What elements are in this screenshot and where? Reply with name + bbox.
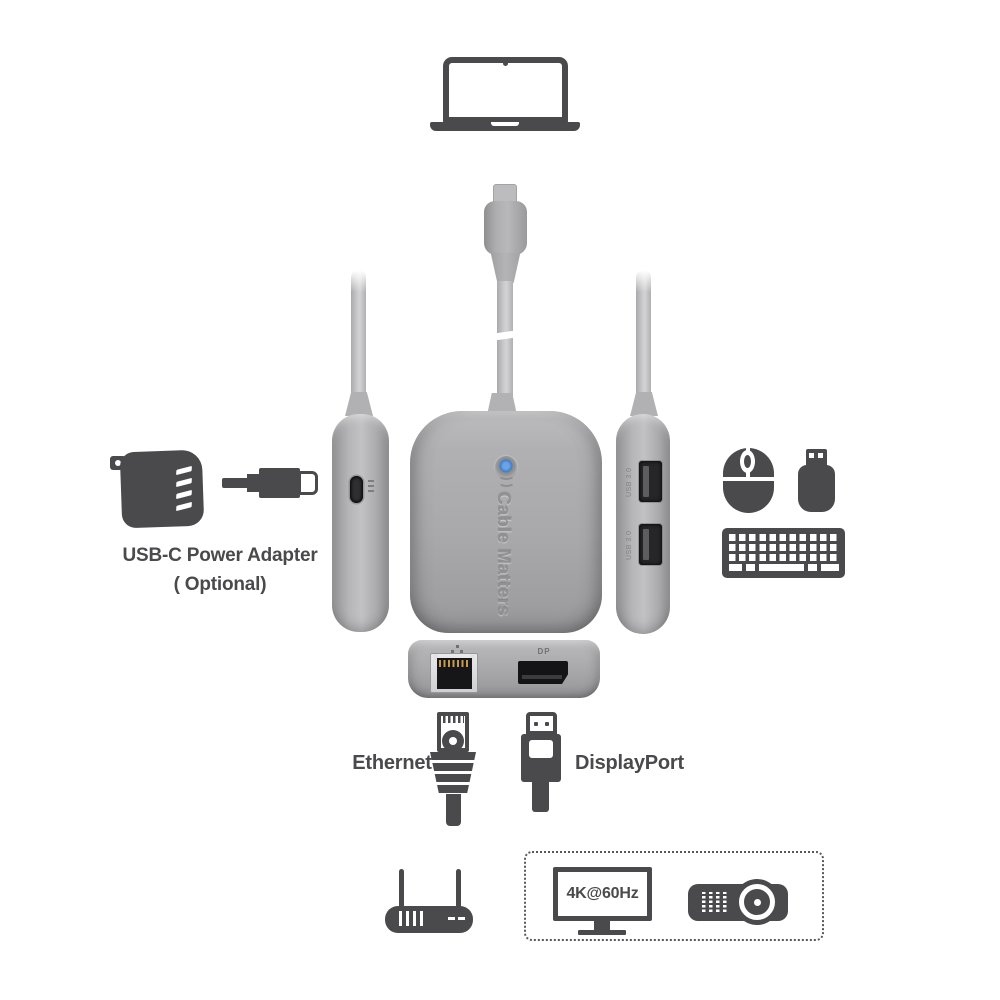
displayport-port-slot	[522, 675, 562, 679]
ethernet-port-pins	[439, 660, 470, 667]
left-side-cable	[351, 270, 366, 396]
laptop-base	[430, 122, 580, 131]
logo-wing-icon	[498, 477, 515, 487]
keyboard-key-row	[729, 544, 839, 551]
usb-a-tongue	[643, 529, 649, 560]
keyboard-key-row	[729, 534, 839, 541]
adapter-prong-hole	[115, 460, 121, 466]
usb-c-plug-body	[259, 468, 300, 498]
keyboard-key	[821, 564, 839, 571]
displayport-plug-pin	[534, 722, 538, 726]
displayport-label: DisplayPort	[575, 752, 684, 774]
usb-c-plug-tip	[298, 471, 318, 495]
ethernet-plug-pins	[443, 714, 464, 723]
usb-c-power-port	[350, 476, 363, 503]
router-ports	[448, 917, 455, 920]
monitor-stand-neck	[594, 921, 610, 930]
usb-a-tongue	[643, 466, 649, 497]
monitor-icon	[553, 867, 652, 921]
laptop-base-notch	[491, 122, 519, 126]
laptop-screen	[443, 57, 568, 123]
keyboard-key-row	[729, 554, 839, 561]
usb-c-cable	[497, 281, 513, 416]
mouse-button-divider	[723, 477, 774, 481]
flash-drive-body	[798, 465, 835, 512]
router-vents	[399, 911, 424, 926]
display-output-dashed-box	[524, 851, 824, 941]
flash-drive-contact	[818, 453, 823, 458]
usb-c-connector-body	[484, 201, 527, 255]
flash-drive-contact	[809, 453, 814, 458]
port-marking-dashes-icon	[368, 480, 374, 482]
displayport-plug-cable	[532, 782, 549, 812]
right-side-cable	[636, 270, 651, 396]
hub-cable-entry	[487, 393, 517, 415]
projector-lens-ring	[739, 884, 775, 920]
keyboard-key	[729, 564, 742, 571]
dp-port-label: DP	[537, 647, 551, 656]
hub-body	[410, 411, 602, 633]
usb-c-plug-icon	[222, 478, 249, 488]
router-antenna	[399, 869, 404, 909]
displayport-plug-window	[529, 740, 553, 758]
displayport-plug-icon	[526, 712, 557, 735]
usb-c-plug-step	[247, 474, 261, 492]
projector-lens-center	[754, 899, 761, 906]
router-antenna	[456, 869, 461, 909]
monitor-stand-base	[578, 930, 626, 935]
mouse-scroll-wheel-inner	[744, 455, 751, 468]
laptop-webcam-dot	[503, 61, 508, 66]
power-adapter-note: ( Optional)	[173, 574, 267, 595]
keyboard-key	[746, 564, 755, 571]
ethernet-port-notch	[470, 654, 475, 661]
displayport-plug-pin	[545, 722, 549, 726]
power-adapter-label: USB-C Power Adapter	[122, 545, 318, 566]
keyboard-spacebar	[759, 564, 804, 571]
left-side-body	[332, 414, 389, 632]
ethernet-port-notch	[433, 654, 438, 661]
ethernet-label: Ethernet	[352, 752, 432, 774]
ethernet-plug-cable	[446, 794, 461, 826]
ethernet-symbol-icon	[451, 645, 463, 653]
projector-vents	[702, 892, 728, 914]
ethernet-plug-knob-hole	[449, 737, 457, 745]
monitor-resolution-text: 4K@60Hz	[566, 885, 639, 902]
keyboard-key	[808, 564, 817, 571]
hub-brand-text: Cable Matters	[494, 492, 514, 617]
